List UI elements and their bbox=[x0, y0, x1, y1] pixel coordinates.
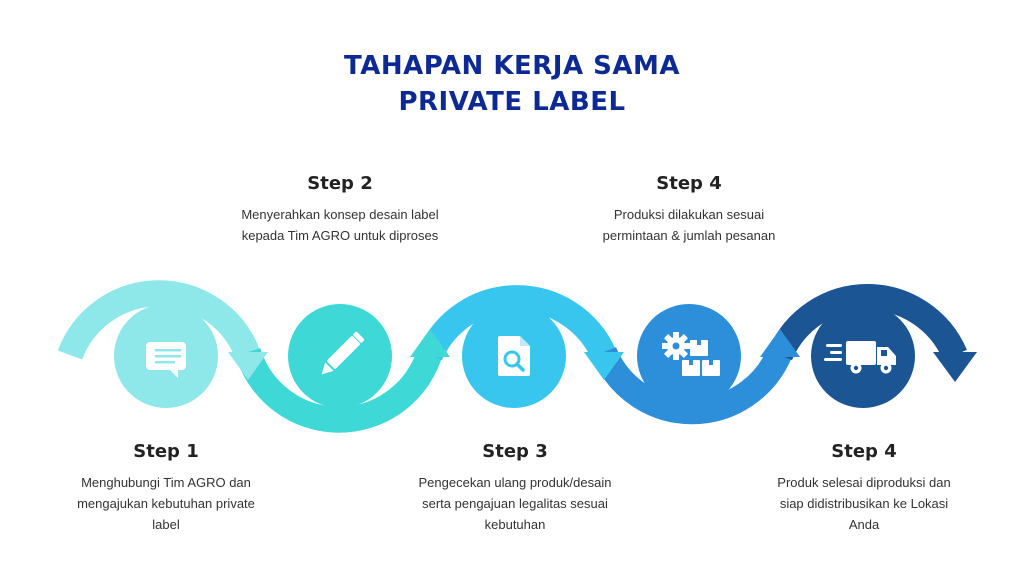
arrowhead-step-3 bbox=[584, 352, 624, 380]
step-3-description: Pengecekan ulang produk/desain serta pen… bbox=[418, 475, 612, 532]
step-5-block: Step 4 Produk selesai diproduksi dan sia… bbox=[754, 441, 974, 535]
delivery-truck-icon bbox=[824, 341, 896, 374]
arc-step-3 bbox=[418, 285, 616, 361]
chat-bubble-icon bbox=[146, 342, 186, 378]
arrowhead-step-2 bbox=[410, 329, 450, 357]
step-4-block: Step 4 Produksi dilakukan sesuai permint… bbox=[579, 173, 799, 246]
step-2-description: Menyerahkan konsep desain label kepada T… bbox=[241, 207, 439, 243]
step-5-title: Step 4 bbox=[831, 441, 897, 462]
step-2-title: Step 2 bbox=[307, 173, 373, 194]
step-1-block: Step 1 Menghubungi Tim AGRO dan mengajuk… bbox=[56, 441, 276, 535]
circle-step-4 bbox=[637, 304, 741, 408]
arc-step-2 bbox=[235, 347, 443, 433]
arrowhead-step-1 bbox=[228, 352, 268, 380]
step-4-title: Step 4 bbox=[656, 173, 722, 194]
production-gear-boxes-icon bbox=[662, 332, 720, 376]
arc-step-5 bbox=[768, 284, 967, 361]
step-5-description: Produk selesai diproduksi dan siap didis… bbox=[777, 475, 951, 532]
step-1-title: Step 1 bbox=[133, 441, 199, 462]
page-title: TAHAPAN KERJA SAMA PRIVATE LABEL bbox=[0, 48, 1024, 120]
arc-step-4 bbox=[591, 346, 793, 425]
document-search-icon bbox=[498, 336, 530, 376]
arrowhead-step-4 bbox=[760, 329, 800, 357]
step-1-description: Menghubungi Tim AGRO dan mengajukan kebu… bbox=[77, 475, 255, 532]
arrowhead-step-5 bbox=[933, 352, 977, 382]
step-2-block: Step 2 Menyerahkan konsep desain label k… bbox=[230, 173, 450, 246]
step-3-block: Step 3 Pengecekan ulang produk/desain se… bbox=[400, 441, 630, 535]
pencil-icon bbox=[321, 331, 365, 375]
step-4-description: Produksi dilakukan sesuai permintaan & j… bbox=[602, 207, 776, 243]
arc-step-1 bbox=[57, 280, 261, 360]
step-3-title: Step 3 bbox=[482, 441, 548, 462]
title-line-1: TAHAPAN KERJA SAMA bbox=[344, 51, 680, 81]
title-line-2: PRIVATE LABEL bbox=[398, 87, 626, 117]
